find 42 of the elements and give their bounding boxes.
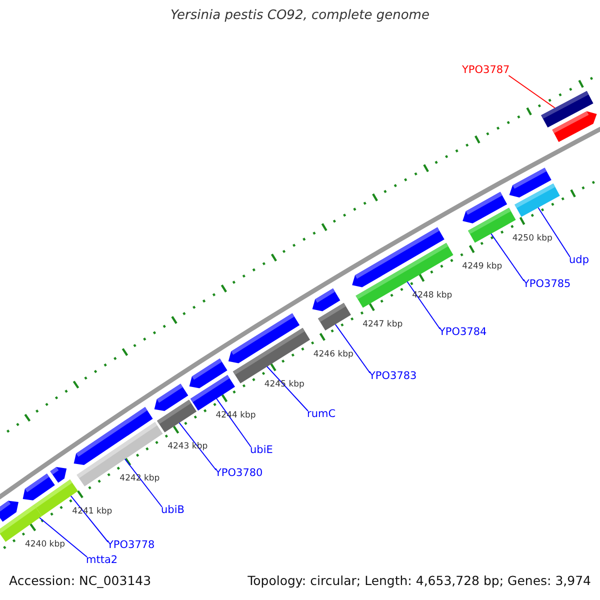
scale-label: 4247 kbp	[362, 320, 403, 330]
gene-feature	[76, 422, 163, 486]
leader-line	[70, 495, 108, 542]
leader-line	[334, 324, 370, 374]
gene-feature	[356, 242, 454, 308]
gene-label: ubiE	[250, 445, 273, 457]
gene-label: udp	[569, 255, 589, 267]
accession-text: Accession: NC_003143	[9, 574, 152, 588]
gene-label: YPO3780	[215, 468, 263, 480]
leader-line	[39, 517, 88, 558]
gene-label: YPO3783	[369, 371, 417, 383]
scale-label: 4249 kbp	[462, 262, 502, 272]
gene-feature	[0, 504, 42, 542]
scale-label: 4240 kbp	[24, 540, 66, 550]
leader-line	[406, 281, 440, 330]
leader-line	[508, 75, 556, 108]
gene-label: mtta2	[86, 555, 118, 567]
leader-line	[538, 207, 570, 258]
gene-feature	[312, 288, 340, 312]
gene-label: YPO3778	[107, 540, 155, 552]
gene-label: rumC	[307, 409, 336, 421]
gene-label: YPO3787	[462, 65, 510, 77]
genome-stats-text: Topology: circular; Length: 4,653,728 bp; Genes: 3,974	[248, 574, 591, 588]
gene-feature	[541, 91, 594, 128]
gene-feature	[318, 302, 351, 330]
leader-line	[216, 398, 252, 448]
title: Yersinia pestis CO92, complete genome	[170, 9, 430, 24]
gene-label: ubiB	[161, 505, 184, 517]
leader-line	[490, 233, 524, 282]
gene-feature	[0, 500, 18, 522]
gene-label: YPO3784	[439, 327, 487, 339]
scale-label: 4250 kbp	[512, 234, 552, 244]
leader-line	[124, 458, 162, 508]
gene-feature	[190, 375, 235, 411]
gene-feature	[514, 184, 560, 217]
gene-feature	[157, 400, 197, 432]
gene-label: YPO3785	[523, 279, 571, 291]
gene-feature	[50, 467, 67, 483]
scale-label: 4246 kbp	[313, 350, 354, 360]
leader-line	[178, 422, 216, 470]
scale-label: 4242 kbp	[120, 474, 160, 484]
leader-line	[266, 366, 308, 412]
